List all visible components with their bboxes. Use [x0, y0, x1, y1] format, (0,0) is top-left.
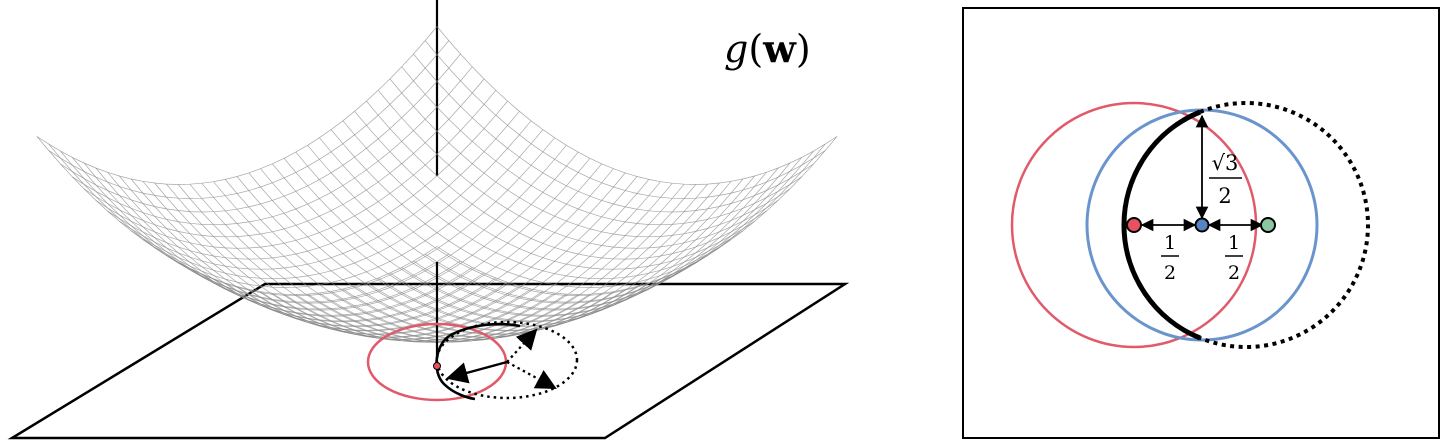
mesh-line [119, 111, 520, 270]
mesh-line [378, 167, 779, 327]
red-point [1126, 217, 1142, 233]
mesh-line [283, 158, 685, 317]
mesh-line [107, 100, 508, 260]
mesh-line [413, 53, 814, 213]
right-panel: √3 2 1 2 1 2 [962, 7, 1440, 439]
surface-label: g(w) [724, 26, 811, 71]
mesh-line [272, 182, 673, 342]
mesh-line [295, 184, 697, 343]
blue-point [1194, 217, 1210, 233]
mesh-line [354, 111, 755, 270]
mesh-line [48, 40, 450, 199]
mesh-line [413, 150, 814, 310]
mesh-line [366, 100, 767, 260]
left-half-numerator: 1 [1164, 232, 1176, 254]
mesh-line [307, 183, 708, 343]
mesh-line [436, 136, 838, 295]
mesh-line [154, 137, 555, 297]
dotted-arrow-up [506, 328, 538, 363]
mesh-line [166, 183, 567, 343]
thick-arc [435, 334, 476, 401]
left-half-denominator: 2 [1164, 262, 1176, 284]
mesh-line [142, 181, 544, 340]
right-half-numerator: 1 [1228, 232, 1240, 254]
paraboloid-mesh [36, 26, 838, 343]
mesh-line [36, 26, 438, 185]
mesh-line [366, 172, 767, 331]
origin-point [433, 362, 441, 370]
mesh-line [377, 90, 779, 249]
mesh-line [119, 175, 520, 335]
mesh-line [60, 53, 461, 213]
mesh-line [177, 184, 579, 343]
surface-label-arg: w [762, 26, 797, 71]
vertical-measure-numerator: √3 [1212, 151, 1239, 175]
mesh-line [319, 137, 720, 297]
surface-label-func: g [724, 27, 748, 71]
left-half-label: 1 2 [1161, 232, 1179, 284]
right-half-label: 1 2 [1225, 232, 1243, 284]
mesh-line [389, 162, 791, 322]
right-half-denominator: 2 [1228, 262, 1240, 284]
vertical-measure-label: √3 2 [1209, 151, 1242, 208]
mesh-line [95, 90, 497, 249]
surface-label-close: ) [796, 27, 811, 71]
green-point [1260, 217, 1276, 233]
mesh-line [60, 150, 461, 310]
lens-arc [1121, 109, 1201, 341]
mesh-line [330, 181, 732, 340]
left-panel: g(w) [7, 0, 850, 440]
mesh-line [201, 182, 602, 342]
mesh-line [354, 175, 755, 335]
surface-label-open: ( [748, 27, 763, 71]
mesh-line [72, 157, 473, 316]
mesh-line [48, 143, 449, 303]
dotted-arrow-down [506, 360, 557, 390]
mesh-line [83, 162, 485, 322]
dotted-ellipse [435, 320, 579, 400]
mesh-line [107, 172, 508, 331]
mesh-line [401, 157, 802, 316]
vertical-measure-denominator: 2 [1218, 184, 1231, 208]
mesh-line [425, 143, 826, 303]
ground-plane [7, 282, 850, 440]
mesh-line [95, 167, 496, 327]
dotted-circle-arc [1199, 101, 1370, 349]
thick-arc-top [448, 322, 521, 338]
mesh-line [36, 136, 438, 295]
solid-arrow [445, 360, 508, 384]
